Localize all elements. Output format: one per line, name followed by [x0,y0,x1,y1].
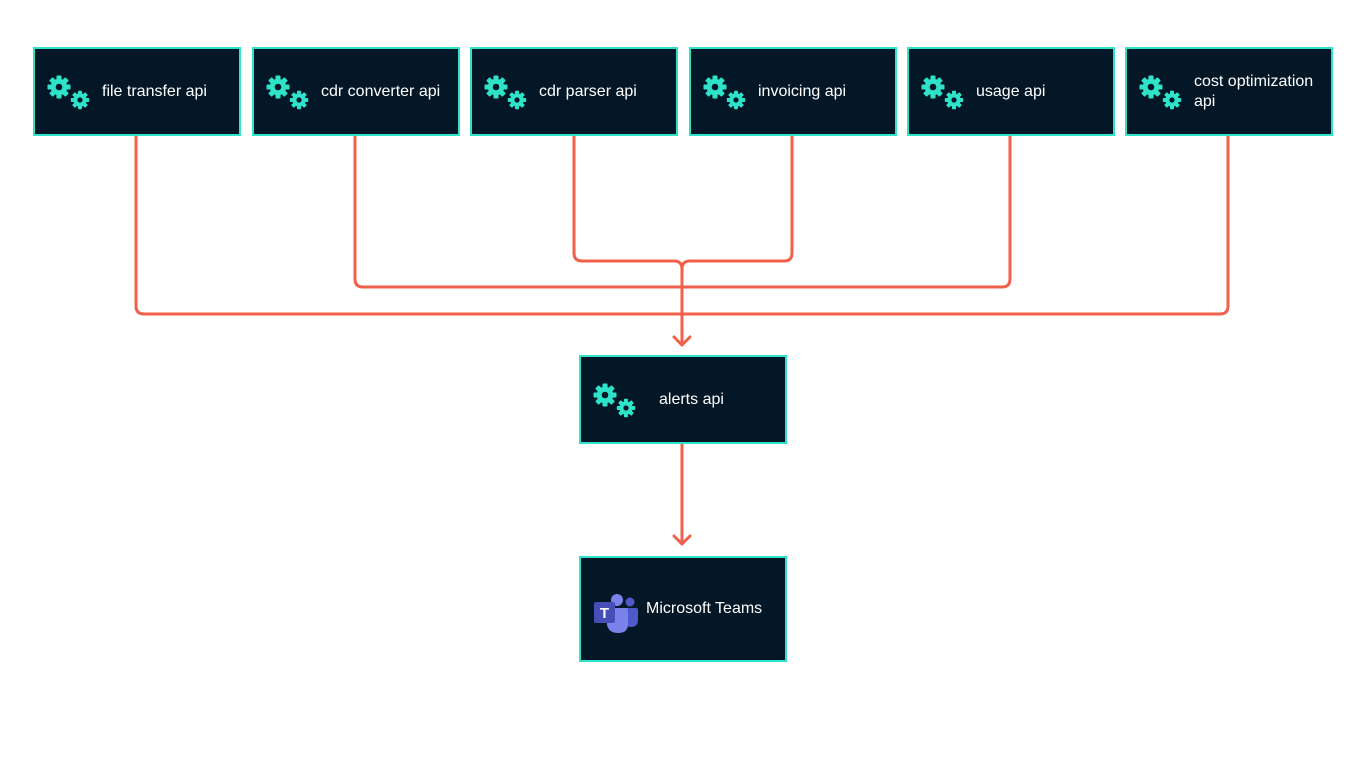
node-usage-api[interactable]: usage api [907,47,1115,136]
node-label: cost optimization api [1194,72,1314,110]
teams-icon-letter: T [600,605,609,622]
gears-icon [921,75,964,110]
gears-icon [703,75,746,110]
arrowhead-alerts [672,335,692,347]
node-label: usage api [976,82,1046,100]
arrowhead-teams [672,534,692,546]
node-label: cdr parser api [539,82,637,100]
node-file-transfer-api[interactable]: file transfer api [33,47,241,136]
edge-cdr-converter-to-alerts [353,134,684,289]
node-cdr-converter-api[interactable]: cdr converter api [252,47,460,136]
gears-icon [593,383,636,418]
microsoft-teams-icon: T [594,594,638,633]
edge-file-transfer-to-alerts [134,134,684,316]
edge-cdr-parser-to-alerts [572,134,684,271]
gears-icon [47,75,90,110]
gears-icon [484,75,527,110]
edge-usage-to-alerts [680,134,1012,289]
edge-invoicing-to-alerts [680,134,794,271]
node-label: Microsoft Teams [646,600,763,617]
gears-icon [266,75,309,110]
node-alerts-api[interactable]: alerts api [579,355,787,444]
node-cost-optimization-api[interactable]: cost optimization api [1125,47,1333,136]
node-cdr-parser-api[interactable]: cdr parser api [470,47,678,136]
edge-cost-optimization-to-alerts [680,134,1230,316]
node-label: file transfer api [102,82,207,100]
node-label: cdr converter api [321,82,441,100]
node-label: alerts api [659,390,724,408]
node-invoicing-api[interactable]: invoicing api [689,47,897,136]
gears-icon [1139,75,1182,110]
node-microsoft-teams[interactable]: T Microsoft Teams [579,556,787,662]
node-label: invoicing api [758,82,847,100]
